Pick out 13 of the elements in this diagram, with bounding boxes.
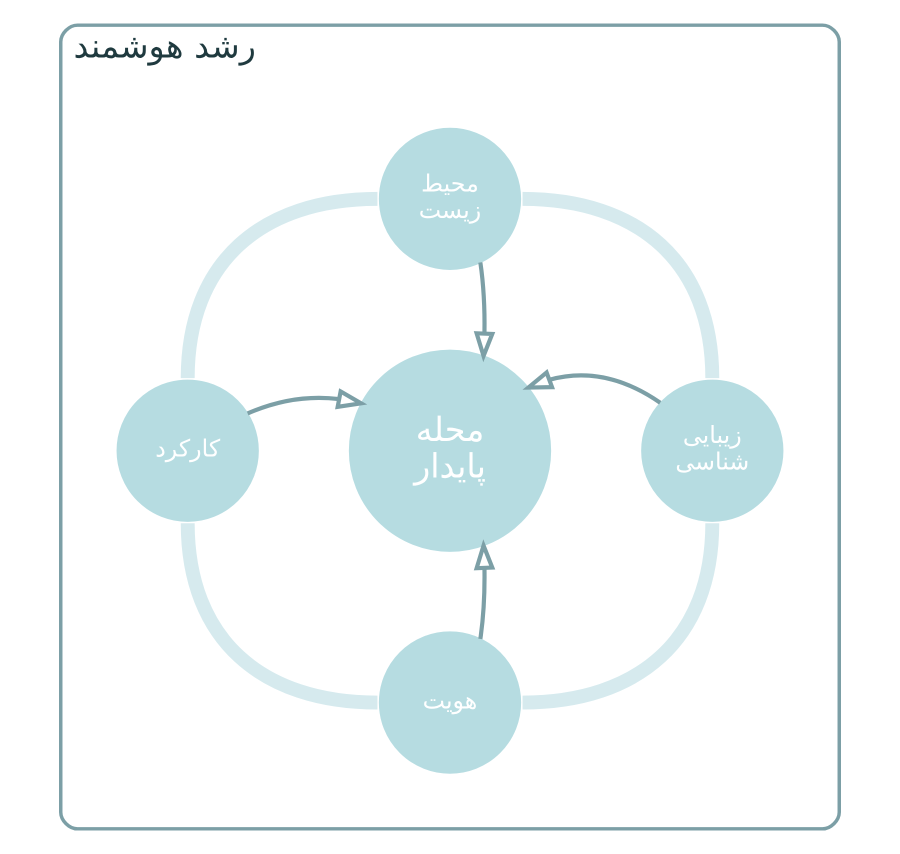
node-circle: هویت [378,631,522,774]
connector [522,192,720,379]
arrow [522,369,662,405]
connector [180,522,378,710]
node-circle: کارکرد [116,380,259,522]
arrow [474,539,496,640]
arrow [474,262,496,362]
arrow [246,388,368,416]
node-circle: زیبایی شناسی [641,380,784,522]
connector [180,192,378,379]
connector [522,522,720,710]
node-circle: محیط زیست [378,128,522,270]
node-circle: محله پایدار [348,350,552,552]
